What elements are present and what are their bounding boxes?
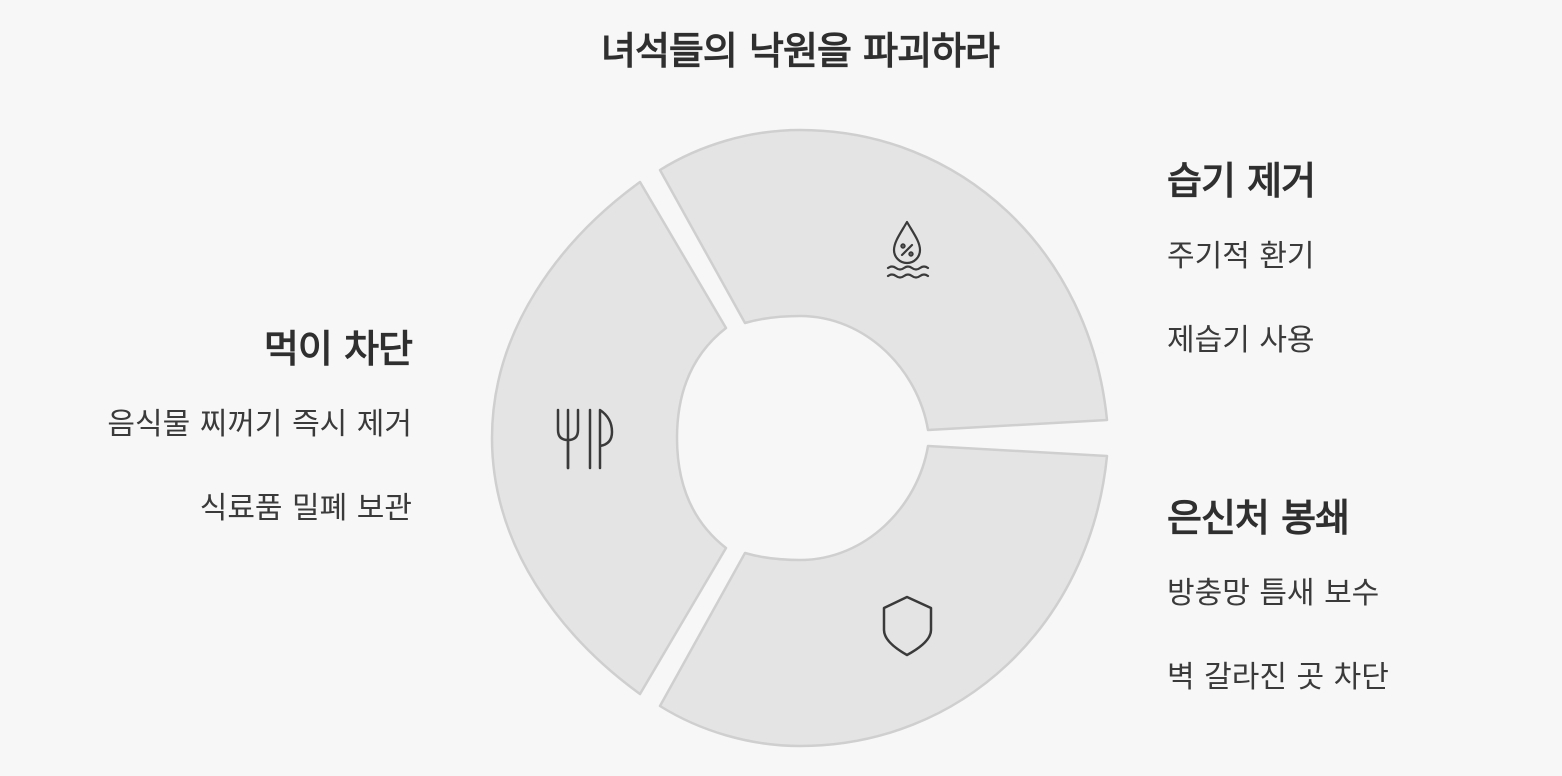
diagram-title: 녀석들의 낙원을 파괴하라 [600,29,1000,73]
shield-icon [882,595,933,657]
humidity-item: 주기적 환기 [1167,239,1315,274]
food-block-item: 음식물 찌꺼기 즉시 제거 [107,407,412,442]
humidity-item: 제습기 사용 [1167,323,1315,358]
segment-food-block [490,180,728,696]
food-block-section: 먹이 차단 음식물 찌꺼기 즉시 제거 식료품 밀폐 보관 [107,326,413,573]
hideout-item: 방충망 틈새 보수 [1167,576,1380,611]
segment-humidity-removal [658,128,1109,432]
hideout-section: 은신처 봉쇄 방충망 틈새 보수 벽 갈라진 곳 차단 [1167,495,1389,742]
food-block-heading: 먹이 차단 [263,327,413,371]
humidity-heading: 습기 제거 [1167,159,1316,203]
hideout-heading: 은신처 봉쇄 [1167,496,1350,540]
hideout-item: 벽 갈라진 곳 차단 [1167,660,1389,695]
humidity-drop-icon [886,220,930,279]
segment-hideout-seal [658,444,1109,748]
fork-knife-icon [556,408,614,470]
humidity-section: 습기 제거 주기적 환기 제습기 사용 [1167,158,1316,405]
food-block-item: 식료품 밀폐 보관 [199,491,412,526]
